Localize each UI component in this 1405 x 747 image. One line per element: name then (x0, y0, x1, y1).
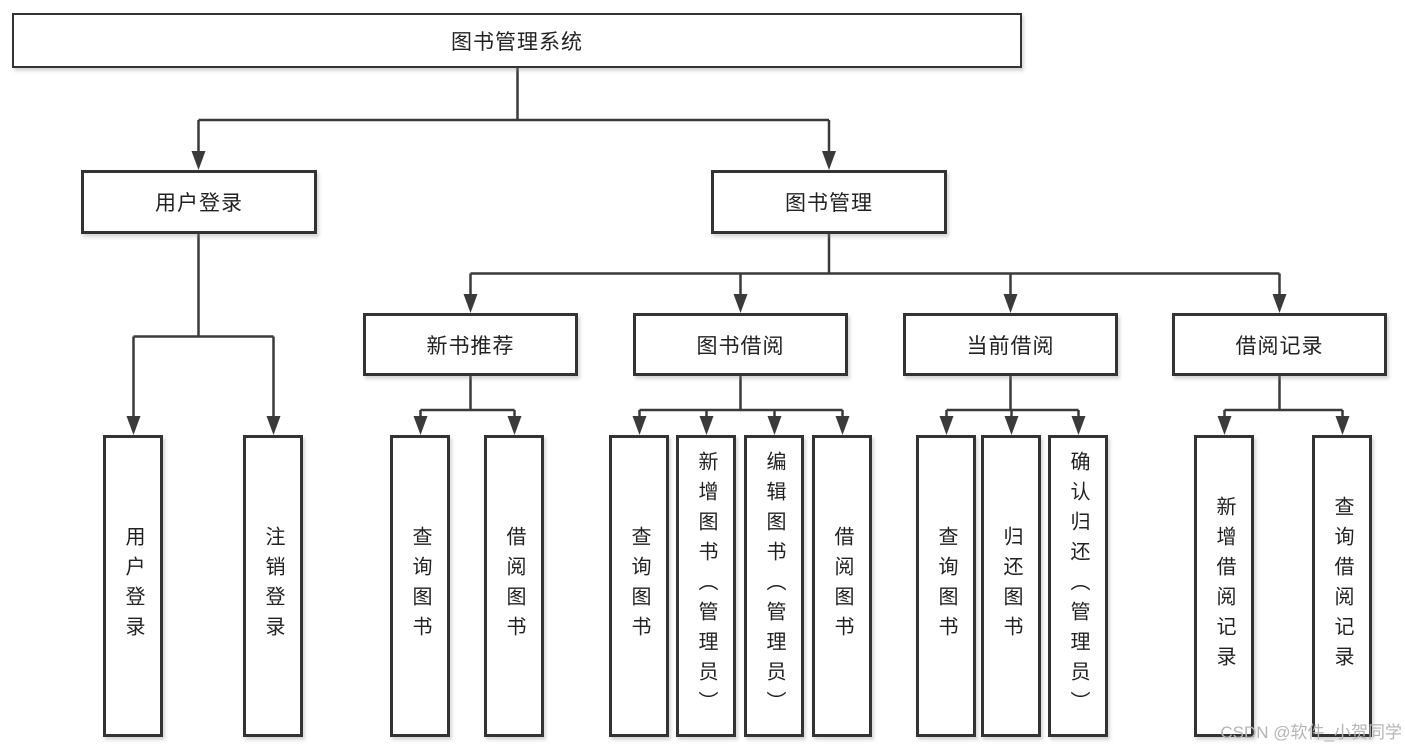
leaf-confirm-return-admin: 确认归还（管理员） (1048, 435, 1108, 737)
node-label: 图书管理 (785, 192, 873, 215)
node-label: 注销登录 (262, 526, 284, 646)
node-library-management-system: 图书管理系统 (12, 13, 1022, 68)
node-label: 图书管理系统 (451, 30, 583, 54)
node-label: 借阅图书 (831, 526, 853, 646)
node-book-borrow: 图书借阅 (633, 313, 848, 376)
node-book-management: 图书管理 (711, 170, 947, 234)
node-label: 新增借阅记录 (1213, 496, 1235, 676)
node-label: 编辑图书（管理员） (763, 451, 785, 721)
leaf-borrow-books-recommend: 借阅图书 (484, 435, 544, 737)
leaf-query-books-recommend: 查询图书 (390, 435, 450, 737)
node-label: 当前借阅 (966, 334, 1055, 358)
leaf-query-borrow-record: 查询借阅记录 (1312, 435, 1372, 737)
leaf-add-books-admin: 新增图书（管理员） (676, 435, 736, 737)
leaf-query-books-current: 查询图书 (916, 435, 976, 737)
node-user-login: 用户登录 (81, 170, 317, 234)
leaf-borrow-books: 借阅图书 (812, 435, 872, 737)
node-label: 确认归还（管理员） (1067, 451, 1089, 721)
node-label: 新书推荐 (426, 334, 515, 358)
leaf-return-books: 归还图书 (981, 435, 1041, 737)
leaf-add-borrow-record: 新增借阅记录 (1194, 435, 1254, 737)
node-label: 借阅图书 (503, 526, 525, 646)
node-label: 借阅记录 (1235, 334, 1324, 358)
leaf-query-books-borrow: 查询图书 (609, 435, 669, 737)
leaf-logout: 注销登录 (243, 435, 303, 737)
node-label: 图书借阅 (696, 334, 785, 358)
node-label: 用户登录 (122, 526, 144, 646)
leaf-edit-books-admin: 编辑图书（管理员） (744, 435, 804, 737)
node-label: 查询图书 (628, 526, 650, 646)
node-label: 新增图书（管理员） (695, 451, 717, 721)
node-label: 查询借阅记录 (1331, 496, 1353, 676)
leaf-user-login: 用户登录 (103, 435, 163, 737)
node-new-book-recommend: 新书推荐 (363, 313, 578, 376)
node-borrow-records: 借阅记录 (1172, 313, 1387, 376)
node-label: 用户登录 (155, 192, 243, 215)
csdn-watermark: CSDN @软件_小贺同学 (1220, 723, 1402, 742)
node-label: 归还图书 (1000, 526, 1022, 646)
node-label: 查询图书 (409, 526, 431, 646)
node-label: 查询图书 (935, 526, 957, 646)
node-current-borrow: 当前借阅 (903, 313, 1118, 376)
